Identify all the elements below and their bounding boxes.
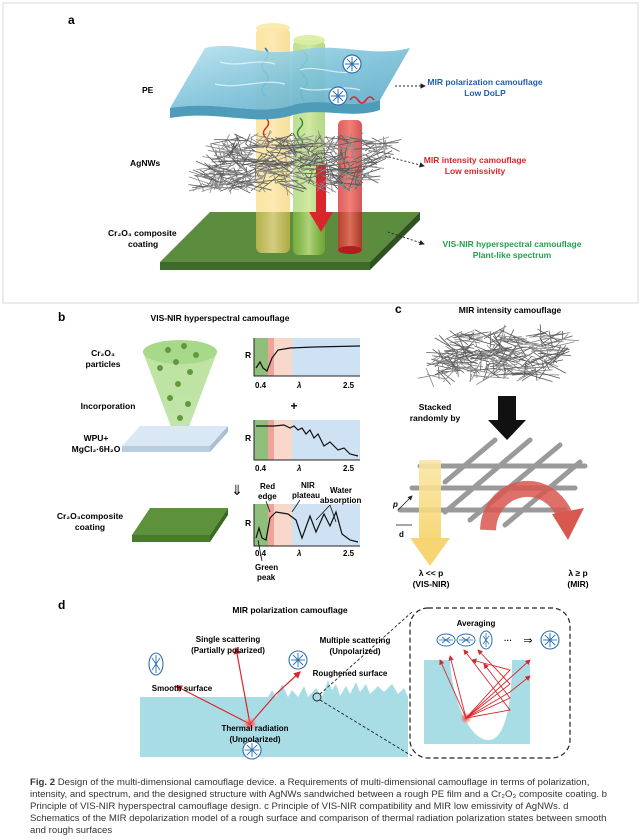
spectrum-2-ylabel: R <box>245 433 251 443</box>
spectrum-plot-1 <box>253 338 361 377</box>
single-scattering-2: (Partially polarized) <box>191 646 265 655</box>
cr2o3-label-1: Cr₂O₃ <box>91 348 115 358</box>
spectrum-plot-2 <box>253 420 360 461</box>
panel-c-title: MIR intensity camouflage <box>459 305 562 315</box>
spectrum-1-xtick-min: 0.4 <box>255 381 267 390</box>
composite-label-2: coating <box>75 522 105 532</box>
mir-intensity-title: MIR intensity camouflage <box>424 155 527 165</box>
heat-source-icon <box>243 717 257 731</box>
wire-grid <box>397 437 588 528</box>
label-coating-1: Cr₂O₃ composite <box>108 228 177 238</box>
composite-label-1: Cr₂O₃composite <box>57 511 124 521</box>
label-pe: PE <box>142 85 154 95</box>
visnir-sub: Plant-like spectrum <box>473 250 552 260</box>
spectrum-3-xtick-max: 2.5 <box>343 549 355 558</box>
spectrum-2-xlabel: λ <box>296 464 301 473</box>
zoom-inset: Averaging ··· ⇒ <box>409 607 571 759</box>
incorporation-label: Incorporation <box>81 401 136 411</box>
polarization-ellipse-icon <box>436 633 456 647</box>
cr2o3-cone <box>143 340 217 435</box>
mir-reflect-arrow <box>480 481 584 540</box>
polarization-ellipse-icon <box>456 633 476 647</box>
figure-caption: Fig. 2 Design of the multi-dimensional c… <box>30 777 620 837</box>
water-abs-1: Water <box>330 486 352 495</box>
nir-plateau-2: plateau <box>292 491 320 500</box>
nir-plateau-1: NIR <box>301 481 315 490</box>
smooth-surface-label: Smooth surface <box>152 684 213 693</box>
red-edge-1: Red <box>260 482 275 491</box>
polarization-ellipse-icon <box>479 630 493 650</box>
ellipsis: ··· <box>504 636 512 645</box>
composite-slab <box>132 508 228 542</box>
spectrum-plot-3 <box>253 504 360 547</box>
panel-d-letter: d <box>58 598 65 612</box>
unpolarized-icon <box>288 650 308 670</box>
visnir-transmit-arrow <box>410 460 450 566</box>
lambda-visnir-1: λ << p <box>419 568 444 578</box>
stacked-2: randomly by <box>410 413 461 423</box>
panel-a: a <box>2 2 639 304</box>
lambda-visnir-2: (VIS-NIR) <box>413 579 450 589</box>
spectrum-1-xlabel: λ <box>296 381 301 390</box>
stacked-1: Stacked <box>419 402 452 412</box>
spectrum-1-xtick-max: 2.5 <box>343 381 355 390</box>
spectrum-1-ylabel: R <box>245 350 251 360</box>
unpolarized-icon <box>242 740 262 760</box>
unpolarized-icon <box>328 86 348 106</box>
plus-sign: + <box>290 399 297 413</box>
unpolarized-icon <box>342 54 362 74</box>
stack-arrow-icon <box>488 396 526 440</box>
red-edge-2: edge <box>258 492 277 501</box>
panel-b-letter: b <box>58 310 65 324</box>
label-agnws: AgNWs <box>130 158 160 168</box>
wpu-label-2: MgCl₂·6H₂O <box>72 444 121 454</box>
d-label: d <box>399 530 404 539</box>
implies-arrow: ⇒ <box>523 635 532 647</box>
wpu-substrate <box>122 426 228 452</box>
red-wave-icon <box>349 96 375 104</box>
panel-a-letter: a <box>68 13 75 27</box>
multiple-scattering-1: Multiple scattering <box>320 636 391 645</box>
visnir-title: VIS-NIR hyperspectral camouflage <box>443 239 582 249</box>
thermal-radiation-1: Thermal radiation <box>221 724 288 733</box>
water-abs-2: absorption <box>320 496 361 505</box>
mir-polarization-sub: Low DoLP <box>464 88 506 98</box>
unpolarized-icon <box>540 630 560 650</box>
lambda-mir-2: (MIR) <box>567 579 588 589</box>
roughened-surface-label: Roughened surface <box>313 669 388 678</box>
partial-polarization-icon <box>148 652 164 676</box>
averaging-label: Averaging <box>457 619 496 628</box>
panel-d-title: MIR polarization camouflage <box>232 605 348 615</box>
agnw-mesh-small <box>417 324 580 387</box>
thermal-radiation-2: (Unpolarized) <box>229 735 280 744</box>
mir-polarization-title: MIR polarization camouflage <box>427 77 543 87</box>
panel-c: c MIR intensity camouflage Stacked rando… <box>392 302 589 589</box>
spectrum-3-xlabel: λ <box>296 549 301 558</box>
rough-surface <box>140 680 408 757</box>
wpu-label-1: WPU+ <box>84 433 109 443</box>
spectrum-2-xtick-min: 0.4 <box>255 464 267 473</box>
p-label: p <box>392 500 398 509</box>
caption-label: Fig. 2 <box>30 777 56 788</box>
cr2o3-label-2: particles <box>86 359 121 369</box>
mir-intensity-sub: Low emissivity <box>445 166 506 176</box>
green-peak-2: peak <box>257 573 276 582</box>
spectrum-3-ylabel: R <box>245 518 251 528</box>
pe-film <box>170 45 410 120</box>
green-peak-1: Green <box>255 563 278 572</box>
label-coating-2: coating <box>128 239 158 249</box>
lambda-mir-1: λ ≥ p <box>568 568 587 578</box>
panel-d: d MIR polarization camouflage Single sca… <box>58 598 571 760</box>
single-scattering-1: Single scattering <box>196 635 261 644</box>
panel-c-letter: c <box>395 302 402 316</box>
figure-canvas: a <box>2 2 639 760</box>
panel-b: b VIS-NIR hyperspectral camouflage Cr₂O₃ <box>57 310 362 582</box>
agnw-mesh <box>188 129 402 196</box>
down-double-arrow: ⇓ <box>231 482 243 498</box>
caption-text: Design of the multi-dimensional camoufla… <box>30 777 607 836</box>
multiple-scattering-2: (Unpolarized) <box>329 647 380 656</box>
spectrum-2-xtick-max: 2.5 <box>343 464 355 473</box>
panel-b-title: VIS-NIR hyperspectral camouflage <box>151 313 290 323</box>
